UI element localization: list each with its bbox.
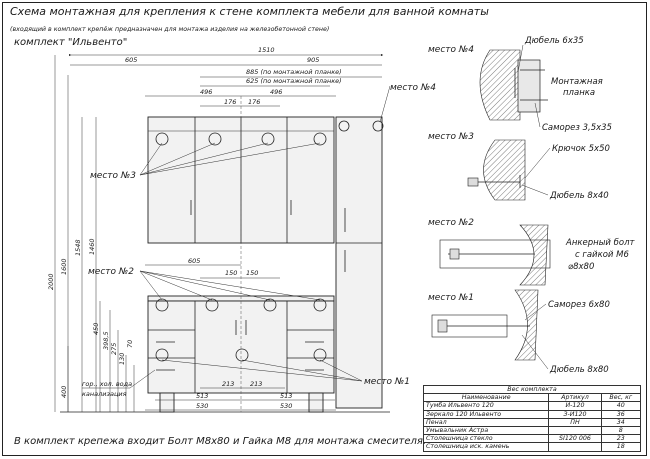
label-anchor-3: ⌀8х80 bbox=[568, 262, 594, 272]
dim-150a: 150 bbox=[225, 269, 237, 277]
dim-450: 450 bbox=[92, 323, 100, 335]
weight-table-caption: Вес комплекта bbox=[423, 384, 641, 395]
dim-605: 605 bbox=[125, 56, 137, 64]
col-header-article: Артикул bbox=[548, 393, 602, 403]
label-anchor-1: Анкерный болт bbox=[565, 238, 636, 248]
drawing-subtitle: (входящий в комплект крепёж предназначен… bbox=[10, 26, 330, 33]
sewer-note: канализация bbox=[82, 390, 127, 398]
dim-70: 70 bbox=[126, 340, 134, 348]
mount-holes-place-2 bbox=[155, 298, 327, 312]
callout-place-1: место №1 bbox=[364, 377, 410, 387]
dim-130: 130 bbox=[118, 353, 126, 365]
dim-496b: 496 bbox=[270, 88, 282, 96]
callout-place-2: место №2 bbox=[88, 267, 134, 277]
dim-398: 398,5 bbox=[102, 331, 110, 350]
dim-530a: 530 bbox=[196, 402, 208, 410]
dim-625: 625 (по монтажной планке) bbox=[246, 77, 342, 85]
detail-title-place-4: место №4 bbox=[428, 45, 474, 55]
col-header-weight: Вес, кг bbox=[600, 393, 642, 403]
dim-605b: 605 bbox=[188, 257, 200, 265]
dim-513a: 513 bbox=[196, 392, 208, 400]
label-plank-2: планка bbox=[563, 88, 595, 98]
dim-150b: 150 bbox=[246, 269, 258, 277]
dim-1548: 1548 bbox=[74, 239, 82, 256]
water-note: гор., хол. вода bbox=[82, 380, 132, 388]
dim-885: 885 (по монтажной планке) bbox=[246, 68, 342, 76]
dim-275: 275 bbox=[110, 343, 118, 355]
col-header-name: Наименование bbox=[422, 393, 550, 403]
label-hook-5x50: Крючок 5х50 bbox=[552, 144, 610, 154]
label-dowel-8x80: Дюбель 8х80 bbox=[549, 365, 609, 375]
detail-place-4 bbox=[479, 49, 548, 121]
dim-213b: 213 bbox=[250, 380, 262, 388]
footer-note: В комплект крепежа входит Болт М8х80 и Г… bbox=[14, 436, 427, 447]
tall-cabinet bbox=[335, 116, 383, 409]
detail-place-2 bbox=[439, 224, 551, 286]
dim-1460: 1460 bbox=[88, 238, 96, 255]
callout-place-4: место №4 bbox=[390, 83, 436, 93]
detail-title-place-1: место №1 bbox=[428, 293, 474, 303]
dim-1510: 1510 bbox=[258, 46, 275, 54]
label-plank-1: Монтажная bbox=[551, 77, 603, 87]
dim-176a: 176 bbox=[224, 98, 236, 106]
dim-2000: 2000 bbox=[47, 273, 55, 290]
dim-1600: 1600 bbox=[60, 258, 68, 275]
mount-holes-place-3 bbox=[155, 132, 327, 146]
weight-table: Вес комплекта Наименование Артикул Вес, … bbox=[422, 384, 642, 452]
dim-530b: 530 bbox=[280, 402, 292, 410]
detail-place-1 bbox=[431, 289, 539, 361]
label-anchor-2: с гайкой М6 bbox=[575, 250, 629, 260]
label-screw-6x80: Саморез 6х80 bbox=[548, 300, 610, 310]
label-dowel-6x35: Дюбель 6х35 bbox=[524, 36, 584, 46]
dim-496a: 496 bbox=[200, 88, 212, 96]
kit-name: комплект "Ильвенто" bbox=[14, 37, 128, 48]
mount-holes-place-1 bbox=[155, 348, 327, 362]
dim-213a: 213 bbox=[222, 380, 234, 388]
callout-place-3: место №3 bbox=[90, 171, 136, 181]
label-screw-3-5x35: Саморез 3,5х35 bbox=[542, 123, 612, 133]
detail-place-3 bbox=[467, 139, 526, 201]
dim-513b: 513 bbox=[280, 392, 292, 400]
dim-905: 905 bbox=[307, 56, 319, 64]
detail-title-place-3: место №3 bbox=[428, 132, 474, 142]
dim-400: 400 bbox=[60, 386, 68, 398]
detail-title-place-2: место №2 bbox=[428, 218, 474, 228]
drawing-title: Схема монтажная для крепления к стене ко… bbox=[10, 5, 489, 18]
label-dowel-8x40: Дюбель 8х40 bbox=[549, 191, 609, 201]
dim-176b: 176 bbox=[248, 98, 260, 106]
